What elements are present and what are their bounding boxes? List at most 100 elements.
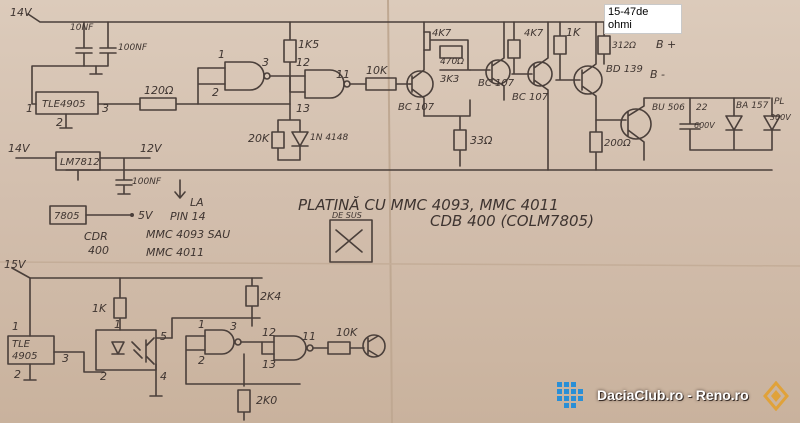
power-supply <box>15 151 373 263</box>
label-tle4905-top: TLE4905 <box>42 99 85 110</box>
label-v5: 5V <box>138 209 154 222</box>
label-pin2-bottom: 2 <box>14 368 21 381</box>
label-gate-b-in1: 12 <box>296 56 310 69</box>
label-opto-4: 4 <box>160 370 167 383</box>
gate-d-wires <box>261 341 329 355</box>
overlay-note: 15-47de ohmi <box>604 4 682 34</box>
label-r10k-bottom: 10K <box>336 326 358 339</box>
label-tle-bottom-1: TLE <box>12 339 31 350</box>
label-cdr: CDR <box>84 230 108 243</box>
label-c22: 22 <box>696 103 708 113</box>
r10k-bottom <box>327 341 365 355</box>
r20k-diode <box>271 103 309 161</box>
label-r2k4: 2K4 <box>260 290 281 303</box>
label-gate-a-in2: 2 <box>212 86 219 99</box>
gate-c <box>204 329 235 355</box>
label-pot470: 470Ω <box>440 57 464 67</box>
label-r20k: 20K <box>248 132 270 145</box>
bu506-leads <box>589 97 771 171</box>
label-d1n4148: 1N 4148 <box>310 133 348 143</box>
label-gate-d-out: 11 <box>302 330 316 343</box>
label-pin3-top: 3 <box>102 102 109 115</box>
label-platina-line1: PLATINĂ CU MMC 4093, MMC 4011 <box>298 195 559 214</box>
label-mmc-sau: MMC 4093 SAU <box>146 228 230 241</box>
label-opto-5: 5 <box>160 330 167 343</box>
tle-wires-bottom <box>23 277 105 381</box>
output-section <box>679 97 781 151</box>
bc107-c-leads <box>507 21 549 171</box>
grid-logo-icon <box>557 382 583 408</box>
v5-terminal <box>130 213 134 217</box>
arrow-la <box>174 179 186 199</box>
label-bu506: BU 506 <box>652 103 685 113</box>
label-tle-bottom-2: 4905 <box>12 351 37 362</box>
optocoupler <box>95 329 157 371</box>
watermark: DaciaClub.ro - Reno.ro <box>553 376 793 416</box>
label-r1k-bottom: 1K <box>92 302 107 315</box>
opto-internals <box>111 337 173 397</box>
r120-wire <box>97 97 199 111</box>
label-v12: 12V <box>140 142 163 155</box>
tle4905-bottom-box <box>7 335 55 365</box>
output-transistor-bottom <box>362 334 386 358</box>
label-bd139: BD 139 <box>606 64 643 75</box>
ground-caps-top <box>89 65 103 75</box>
label-c100nf-top: 100NF <box>118 43 148 53</box>
label-pl300v: 300V <box>770 113 791 122</box>
label-r2k0: 2K0 <box>256 394 277 407</box>
label-r1k5: 1K5 <box>298 38 319 51</box>
label-pin1-top: 1 <box>26 102 33 115</box>
label-gate-a-out: 3 <box>262 56 269 69</box>
r10k-top <box>349 77 411 91</box>
gate-c-wires <box>171 317 301 385</box>
gate-b-wires <box>283 21 306 93</box>
label-r120: 120Ω <box>144 84 174 97</box>
bc107-a-leads <box>409 21 425 117</box>
label-opto-2: 2 <box>100 370 107 383</box>
label-cdr400: 400 <box>88 244 109 257</box>
label-c100nf-mid: 100NF <box>132 177 162 187</box>
lm7812-wires <box>15 157 151 195</box>
label-c10nf: 10NF <box>70 23 94 33</box>
supply-rail-top <box>27 13 606 23</box>
label-de-sus: DE SUS <box>332 211 362 220</box>
label-c600v: 600V <box>694 121 715 130</box>
label-r4k7-b: 4K7 <box>524 28 544 39</box>
tle4905-top-box <box>35 91 99 115</box>
gate-a-bubble <box>263 72 271 80</box>
r1k-bottom <box>113 277 127 331</box>
label-b-minus: B - <box>650 68 665 81</box>
diamond-logo-icon <box>763 381 789 411</box>
dip-sketch <box>329 219 373 263</box>
gate-a <box>224 61 265 91</box>
label-bc107-a: BC 107 <box>398 102 435 113</box>
note-line-1: 15-47de <box>608 6 649 18</box>
label-bc107-c: BC 107 <box>512 92 549 103</box>
label-pin2-top: 2 <box>56 116 63 129</box>
label-opto-1: 1 <box>114 318 121 331</box>
bc107-b-leads <box>469 21 505 101</box>
r33 <box>423 99 471 167</box>
label-platina-line2: CDB 400 (COLM7805) <box>430 212 594 230</box>
label-r312: 312Ω <box>612 41 636 51</box>
label-pin3-bottom: 3 <box>62 352 69 365</box>
label-r3k3: 3K3 <box>440 74 459 85</box>
label-gate-d-in1: 12 <box>262 326 276 339</box>
bu506-body <box>620 108 652 140</box>
label-mmc4011: MMC 4011 <box>146 246 204 259</box>
label-gate-c-out: 3 <box>230 320 237 333</box>
label-gate-a-in1: 1 <box>218 48 225 61</box>
label-gate-b-out: 11 <box>336 68 350 81</box>
label-r4k7-a: 4K7 <box>432 28 452 39</box>
pot-network <box>423 31 471 71</box>
note-line-2: ohmi <box>608 19 632 31</box>
gate-b-bubble <box>343 80 351 88</box>
watermark-text: DaciaClub.ro - Reno.ro <box>597 387 749 403</box>
label-gate-d-in2: 13 <box>262 358 276 371</box>
label-r10k-top: 10K <box>366 64 388 77</box>
bottom-circuit <box>7 267 386 421</box>
dip-inner <box>335 229 363 253</box>
tle-wires-top <box>31 65 85 129</box>
